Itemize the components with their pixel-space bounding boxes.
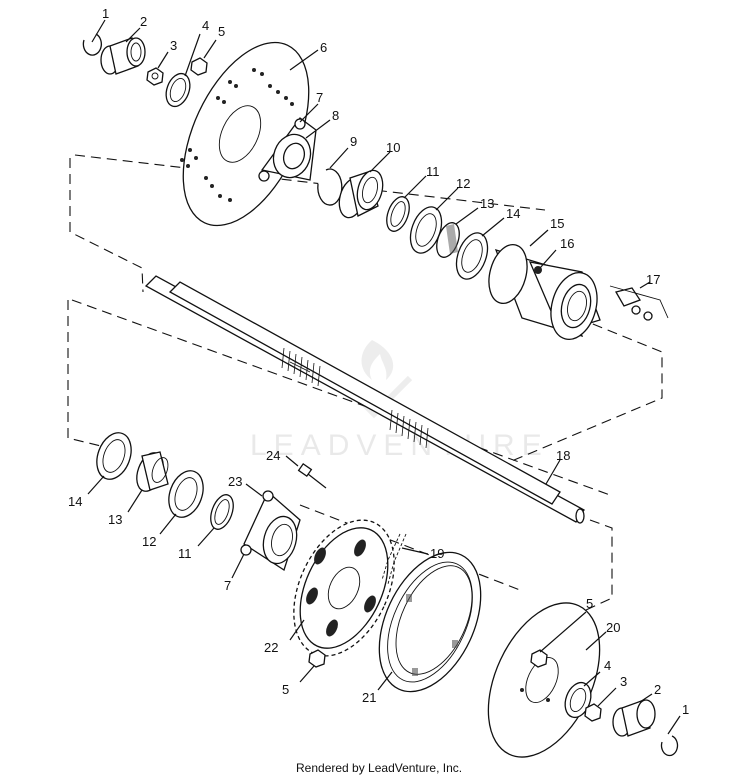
part-3-nut-bottom <box>584 687 617 722</box>
part-12-race-bottom <box>159 470 204 535</box>
axle-splines-2 <box>389 409 429 449</box>
part-17-clip-set <box>609 281 669 321</box>
part-3-nut-top <box>146 51 169 86</box>
part-11-snap-ring-bottom <box>197 494 234 547</box>
part-2-bushing-top <box>100 27 146 75</box>
part-24-bolt <box>285 455 327 489</box>
callout-21: 21 <box>362 690 376 705</box>
callout-24: 24 <box>266 448 280 463</box>
part-15-bearing-housing <box>488 229 601 340</box>
callout-2-top: 2 <box>140 14 147 29</box>
part-23-hub-bottom <box>231 483 301 579</box>
callout-1-bottom: 1 <box>682 702 689 717</box>
callout-8: 8 <box>332 108 339 123</box>
part-4-washer-top <box>165 33 201 108</box>
callout-12-top: 12 <box>456 176 470 191</box>
callout-16: 16 <box>560 236 574 251</box>
callout-5-middle: 5 <box>586 596 593 611</box>
callout-9: 9 <box>350 134 357 149</box>
part-14-race-bottom <box>87 432 132 495</box>
callout-15: 15 <box>550 216 564 231</box>
callout-4-bottom: 4 <box>604 658 611 673</box>
callout-20: 20 <box>606 620 620 635</box>
callout-18: 18 <box>556 448 570 463</box>
callout-7-top: 7 <box>316 90 323 105</box>
part-4-washer-bottom <box>564 671 601 719</box>
part-11-snap-ring-top <box>386 175 427 232</box>
part-12-race-top <box>409 187 459 254</box>
callout-19: 19 <box>430 546 444 561</box>
part-6-brake-disc <box>180 41 319 227</box>
callout-1-top: 1 <box>102 6 109 21</box>
footer-credit: Rendered by LeadVenture, Inc. <box>296 761 462 775</box>
part-19-chain <box>381 533 429 585</box>
callout-2-bottom: 2 <box>654 682 661 697</box>
part-1-snap-ring-bottom <box>660 715 681 757</box>
callout-11-top: 11 <box>426 164 440 179</box>
callout-13-top: 13 <box>480 196 494 211</box>
part-5-nut-top <box>190 39 217 76</box>
dash-top-left <box>69 158 144 293</box>
part-13-bearing-bottom <box>127 451 169 513</box>
callout-14-bottom: 14 <box>68 494 82 509</box>
assembly-dashed-outline <box>67 154 663 623</box>
watermark-text: LEADVENTURE <box>250 429 549 462</box>
part-5-nut-middle <box>530 611 587 668</box>
callout-3-bottom: 3 <box>620 674 627 689</box>
part-8-hub-top <box>258 103 331 182</box>
callout-23: 23 <box>228 474 242 489</box>
callout-5-bottom: 5 <box>282 682 289 697</box>
part-10-bushing <box>338 151 391 219</box>
axle-splines-1 <box>281 347 321 387</box>
callout-labels: 1 2 3 4 5 6 7 8 9 10 11 12 13 14 15 16 1… <box>68 6 689 717</box>
callout-14-top: 14 <box>506 206 520 221</box>
callout-4-top: 4 <box>202 18 209 33</box>
part-1-snap-ring-top <box>82 19 106 56</box>
callout-7-bottom: 7 <box>224 578 231 593</box>
callout-13-bottom: 13 <box>108 512 122 527</box>
part-18-axle <box>144 275 585 524</box>
part-9-snap-ring <box>317 147 349 206</box>
part-20-brake-disc-bottom <box>487 602 607 758</box>
part-13-bearing-top <box>436 207 479 258</box>
callout-22: 22 <box>264 640 278 655</box>
part-2-bushing-bottom <box>612 693 656 737</box>
callout-3-top: 3 <box>170 38 177 53</box>
callout-17: 17 <box>646 272 660 287</box>
callout-5-top: 5 <box>218 24 225 39</box>
part-22-sprocket <box>289 519 395 657</box>
callout-6: 6 <box>320 40 327 55</box>
callout-12-bottom: 12 <box>142 534 156 549</box>
callout-10: 10 <box>386 140 400 155</box>
part-21-brake-drum <box>377 551 482 693</box>
callout-11-bottom: 11 <box>178 546 192 561</box>
part-5-nut-bottom <box>299 649 326 683</box>
part-14-race-top <box>455 217 505 280</box>
